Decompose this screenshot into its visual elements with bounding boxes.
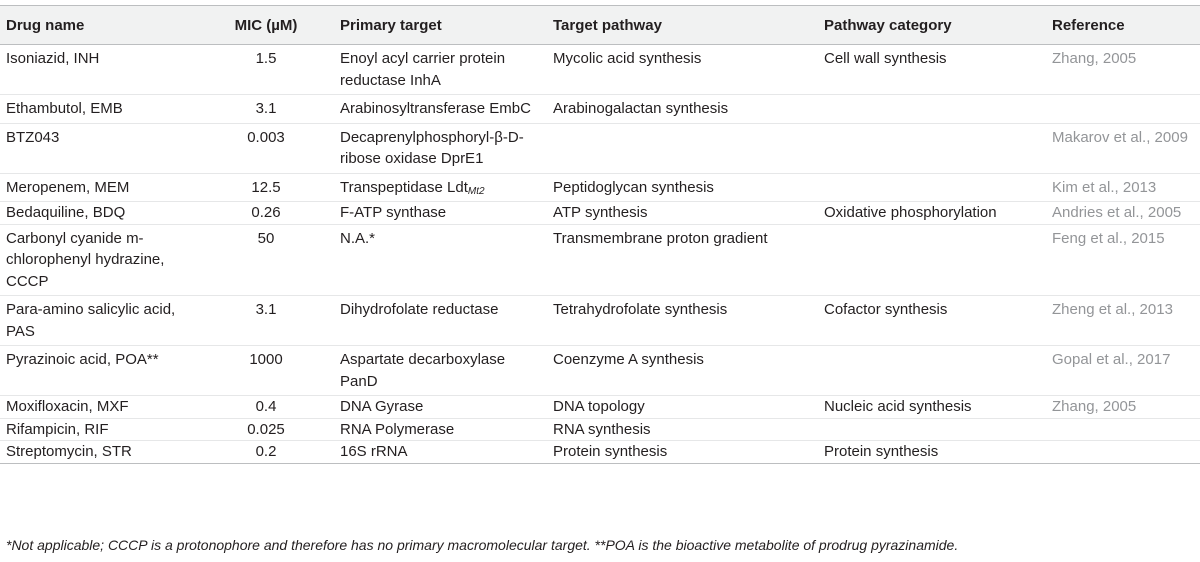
primary-target-cell: RNA Polymerase: [340, 420, 455, 438]
pathway-category-cell: [818, 418, 1046, 441]
drug-name-cell: Rifampicin, RIF: [6, 420, 109, 438]
target-pathway-cell: Protein synthesis: [553, 443, 668, 460]
mic-cell: 12.5: [251, 178, 281, 196]
primary-target-cell: F-ATP synthase: [340, 204, 447, 221]
table-row: Para-amino salicylic acid, PAS 3.1 Dihyd…: [0, 296, 1200, 346]
reference-cell: [1046, 441, 1200, 464]
primary-target-cell: Dihydrofolate reductase: [340, 301, 499, 318]
target-pathway-cell: Transmembrane proton gradient: [553, 229, 768, 247]
reference-cell: Makarov et al., 2009: [1052, 128, 1188, 146]
pathway-category-cell: [818, 173, 1046, 202]
drug-name-cell: Ethambutol, EMB: [6, 100, 123, 117]
drug-name-cell: Bedaquiline, BDQ: [6, 204, 126, 221]
header-target-pathway: Target pathway: [553, 16, 662, 34]
table-row: Streptomycin, STR 0.2 16S rRNA Protein s…: [0, 441, 1200, 464]
pathway-category-cell: [818, 224, 1046, 296]
mic-cell: 3.1: [255, 100, 277, 117]
mic-cell: 0.025: [247, 420, 285, 438]
drug-name-cell: Isoniazid, INH: [6, 50, 100, 67]
pathway-category-cell: [818, 346, 1046, 396]
target-pathway-cell: Peptidoglycan synthesis: [553, 178, 714, 196]
primary-target-cell: Decaprenylphosphoryl-β-D-ribose oxidase …: [340, 128, 524, 168]
drug-table: Drug name MIC (µM) Primary target Target…: [0, 5, 1200, 464]
table-row: Isoniazid, INH 1.5 Enoyl acyl carrier pr…: [0, 45, 1200, 95]
primary-target-cell: Transpeptidase LdtMt2: [334, 173, 547, 202]
table-row: Moxifloxacin, MXF 0.4 DNA Gyrase DNA top…: [0, 396, 1200, 418]
drug-name-cell: Meropenem, MEM: [6, 178, 130, 196]
target-pathway-cell: ATP synthesis: [553, 204, 648, 221]
target-pathway-cell: Arabinogalactan synthesis: [553, 100, 729, 117]
table-row: Bedaquiline, BDQ 0.26 F-ATP synthase ATP…: [0, 202, 1200, 224]
primary-target-cell: N.A.*: [340, 229, 376, 247]
table-row: Meropenem, MEM 12.5 Transpeptidase LdtMt…: [0, 173, 1200, 202]
header-reference: Reference: [1052, 16, 1125, 34]
header-mic: MIC (µM): [234, 16, 298, 34]
pathway-category-cell: [818, 123, 1046, 173]
mic-cell: 1.5: [255, 50, 277, 67]
table-row: Carbonyl cyanide m-chlorophenyl hydrazin…: [0, 224, 1200, 296]
reference-cell: [1046, 418, 1200, 441]
primary-target-cell: Arabinosyltransferase EmbC: [340, 100, 531, 117]
header-drug-name: Drug name: [6, 16, 85, 34]
table-row: Rifampicin, RIF 0.025 RNA Polymerase RNA…: [0, 418, 1200, 441]
reference-cell: Zhang, 2005: [1052, 398, 1137, 415]
drug-name-cell: Para-amino salicylic acid, PAS: [6, 301, 176, 340]
primary-target-cell: Enoyl acyl carrier protein reductase Inh…: [340, 50, 506, 89]
header-pathway-category: Pathway category: [824, 16, 952, 34]
table-footnote: *Not applicable; CCCP is a protonophore …: [6, 537, 959, 553]
reference-cell: Andries et al., 2005: [1052, 204, 1182, 221]
table-row: Ethambutol, EMB 3.1 Arabinosyltransferas…: [0, 95, 1200, 124]
mic-cell: 0.003: [247, 128, 285, 146]
drug-name-cell: BTZ043: [6, 128, 60, 146]
pathway-category-cell: Cofactor synthesis: [824, 301, 948, 318]
mic-cell: 0.4: [255, 398, 277, 415]
drug-table-container: Drug name MIC (µM) Primary target Target…: [0, 5, 1200, 464]
mic-cell: 1000: [249, 351, 283, 368]
target-pathway-cell: RNA synthesis: [553, 420, 651, 438]
primary-target-cell: 16S rRNA: [340, 443, 408, 460]
drug-name-cell: Streptomycin, STR: [6, 443, 132, 460]
mic-cell: 50: [257, 229, 275, 247]
mic-cell: 3.1: [255, 301, 277, 318]
reference-cell: [1046, 95, 1200, 124]
reference-cell: Zhang, 2005: [1052, 50, 1137, 67]
table-header-row: Drug name MIC (µM) Primary target Target…: [0, 5, 1200, 45]
pathway-category-cell: Oxidative phosphorylation: [824, 204, 997, 221]
mic-cell: 0.2: [255, 443, 277, 460]
reference-cell: Feng et al., 2015: [1052, 229, 1165, 247]
primary-target-text: Transpeptidase Ldt: [340, 178, 468, 196]
pathway-category-cell: Cell wall synthesis: [824, 50, 947, 67]
target-pathway-cell: [547, 123, 818, 173]
reference-cell: Kim et al., 2013: [1052, 178, 1157, 196]
pathway-category-cell: Nucleic acid synthesis: [824, 398, 972, 415]
primary-target-subscript: Mt2: [467, 185, 485, 197]
target-pathway-cell: DNA topology: [553, 398, 645, 415]
reference-cell: Gopal et al., 2017: [1052, 351, 1171, 368]
pathway-category-cell: [818, 95, 1046, 124]
header-primary-target: Primary target: [340, 16, 442, 34]
drug-name-cell: Carbonyl cyanide m-chlorophenyl hydrazin…: [6, 229, 165, 290]
drug-name-cell: Pyrazinoic acid, POA**: [6, 351, 159, 368]
drug-name-cell: Moxifloxacin, MXF: [6, 398, 129, 415]
reference-cell: Zheng et al., 2013: [1052, 301, 1173, 318]
primary-target-cell: Aspartate decarboxylase PanD: [340, 351, 506, 390]
primary-target-cell: DNA Gyrase: [340, 398, 424, 415]
target-pathway-cell: Tetrahydrofolate synthesis: [553, 301, 728, 318]
table-row: BTZ043 0.003 Decaprenylphosphoryl-β-D-ri…: [0, 123, 1200, 173]
target-pathway-cell: Coenzyme A synthesis: [553, 351, 704, 368]
pathway-category-cell: Protein synthesis: [824, 443, 939, 460]
target-pathway-cell: Mycolic acid synthesis: [553, 50, 702, 67]
mic-cell: 0.26: [251, 204, 281, 221]
table-row: Pyrazinoic acid, POA** 1000 Aspartate de…: [0, 346, 1200, 396]
